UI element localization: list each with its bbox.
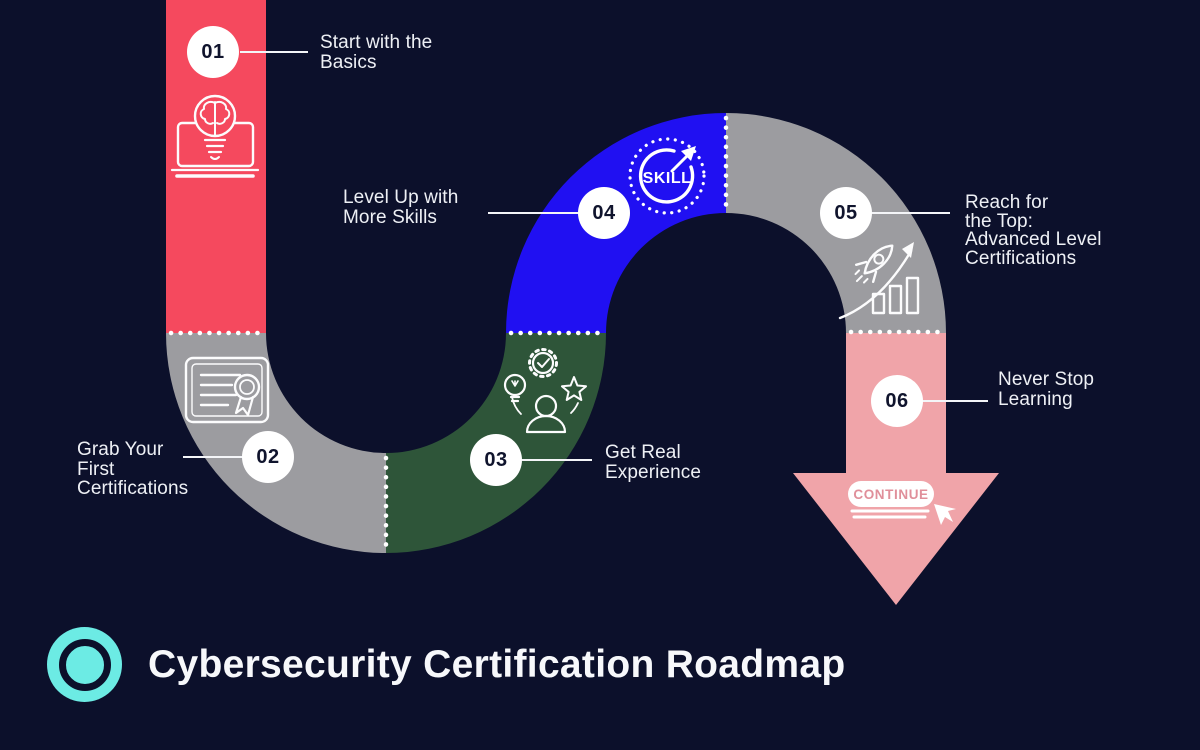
experience-icon — [503, 348, 587, 434]
ring-logo-icon — [47, 627, 122, 702]
step-1-label: Start with the Basics — [320, 32, 433, 73]
step-3-label: Get Real Experience — [605, 442, 702, 483]
step-6-number: 06 — [885, 389, 909, 412]
step-2-number-circle: 02 — [242, 431, 294, 483]
step-5-label: Reach for the Top: Advanced Level Certif… — [965, 192, 1102, 269]
step-6-number-circle: 06 — [871, 375, 923, 427]
certificate-icon — [184, 356, 270, 424]
skill-icon-label: SKILL — [643, 170, 692, 187]
continue-button-icon: CONTINUE — [848, 481, 956, 525]
continue-button-label: CONTINUE — [853, 487, 928, 502]
skill-gauge-icon: SKILL — [628, 137, 706, 215]
page-title: Cybersecurity Certification Roadmap — [148, 642, 846, 686]
rocket-growth-icon — [838, 242, 920, 320]
step-1-number: 01 — [201, 40, 225, 63]
step-3-number: 03 — [484, 448, 508, 471]
step-5-number-circle: 05 — [820, 187, 872, 239]
step-2-number: 02 — [256, 445, 280, 468]
idea-laptop-icon — [170, 94, 260, 178]
step-1-number-circle: 01 — [187, 26, 239, 78]
step-5-number: 05 — [834, 201, 858, 224]
step-4-number: 04 — [592, 201, 616, 224]
ring-logo-inner — [58, 638, 111, 691]
step-3-number-circle: 03 — [470, 434, 522, 486]
cursor-icon — [934, 504, 956, 525]
title-row: Cybersecurity Certification Roadmap — [47, 627, 846, 702]
segment-6-pink-arrow — [793, 333, 999, 605]
step-4-number-circle: 04 — [578, 187, 630, 239]
step-4-label: Level Up with More Skills — [343, 187, 459, 228]
step-2-label: Grab Your First Certifications — [77, 439, 189, 499]
connector-lines — [183, 51, 988, 461]
step-6-label: Never Stop Learning — [998, 369, 1095, 410]
segment-separators — [168, 115, 944, 551]
